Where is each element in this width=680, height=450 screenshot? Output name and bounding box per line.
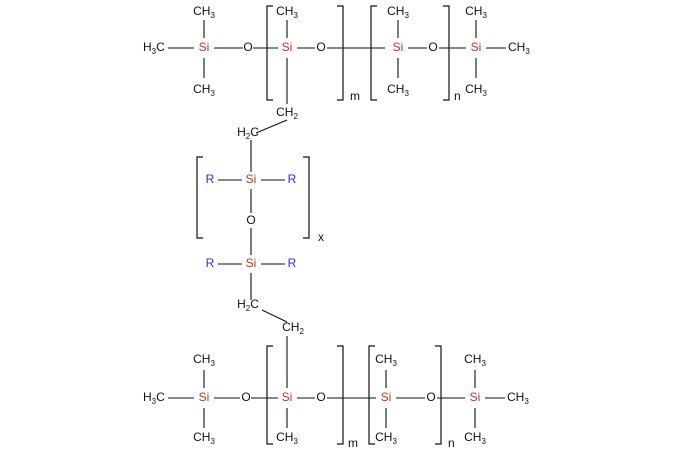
ch3-group: CH3: [465, 4, 487, 20]
silicon-atom: Si: [246, 256, 257, 270]
oxygen-atom: O: [241, 390, 250, 404]
silicon-atom: Si: [381, 390, 392, 404]
ch3-group: CH3: [387, 82, 409, 98]
h3c-group: H3C: [143, 390, 165, 406]
repeat-subscript-n: n: [454, 89, 461, 103]
ch2-group: CH2: [282, 320, 304, 336]
ch3-group: CH3: [507, 390, 529, 406]
h2c-group: H2C: [237, 297, 259, 313]
bond: [255, 119, 288, 134]
oxygen-atom: O: [316, 390, 325, 404]
ch2-group: CH2: [276, 105, 298, 121]
ch3-group: CH3: [276, 4, 298, 20]
ch3-group: CH3: [375, 430, 397, 446]
silicon-atom: Si: [282, 390, 293, 404]
r-group: R: [288, 256, 297, 270]
bracket-left: [370, 5, 377, 101]
bracket-left: [368, 345, 375, 445]
silicon-atom: Si: [471, 40, 482, 54]
h3c-group: H3C: [143, 40, 165, 56]
repeat-subscript-n: n: [448, 436, 455, 450]
oxygen-atom: O: [243, 40, 252, 54]
repeat-subscript-x: x: [318, 230, 324, 244]
bond: [261, 309, 288, 323]
ch3-group: CH3: [193, 82, 215, 98]
ch3-group: CH3: [193, 430, 215, 446]
ch3-group: CH3: [193, 352, 215, 368]
bracket-right: [443, 5, 450, 101]
ch3-group: CH3: [387, 4, 409, 20]
ch3-group: CH3: [375, 352, 397, 368]
top-siloxane-chain: H3C CH3 Si CH3 O CH3 Si O CH3 Si CH3 O C…: [143, 4, 530, 104]
bracket-right: [337, 345, 344, 445]
h2c-group: H2C: [237, 125, 259, 141]
r-group: R: [206, 172, 215, 186]
bracket-left: [266, 345, 273, 445]
bracket-right: [435, 345, 442, 445]
ch3-group: CH3: [508, 40, 530, 56]
oxygen-atom: O: [428, 40, 437, 54]
bracket-left: [196, 156, 203, 239]
middle-linker: CH2 H2C R Si R O x R Si R H2C CH2: [196, 105, 324, 336]
r-group: R: [206, 256, 215, 270]
bracket-right: [303, 156, 310, 239]
repeat-subscript-m: m: [348, 436, 358, 450]
ch3-group: CH3: [276, 430, 298, 446]
ch3-group: CH3: [464, 430, 486, 446]
r-group: R: [288, 172, 297, 186]
silicon-atom: Si: [470, 390, 481, 404]
repeat-subscript-m: m: [350, 89, 360, 103]
ch3-group: CH3: [193, 4, 215, 20]
silicon-atom: Si: [393, 40, 404, 54]
oxygen-atom: O: [316, 40, 325, 54]
ch3-group: CH3: [464, 352, 486, 368]
bottom-siloxane-chain: H3C CH3 Si CH3 O Si CH3 O CH3 Si CH3 O C…: [143, 336, 529, 450]
bracket-right: [337, 5, 344, 101]
silicon-atom: Si: [282, 40, 293, 54]
silicon-atom: Si: [246, 172, 257, 186]
silicon-atom: Si: [199, 40, 210, 54]
oxygen-atom: O: [246, 213, 255, 227]
oxygen-atom: O: [426, 390, 435, 404]
silicon-atom: Si: [199, 390, 210, 404]
bracket-left: [266, 5, 273, 101]
ch3-group: CH3: [465, 82, 487, 98]
